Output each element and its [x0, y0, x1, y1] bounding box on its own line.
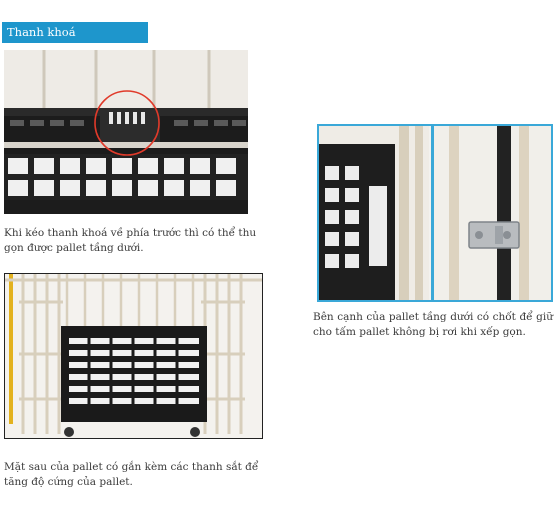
side-latch-caption: Bên cạnh của pallet tầng dưới có chốt để…: [313, 311, 553, 338]
highlight-circle: [94, 90, 160, 156]
section-label: Thanh khoá: [2, 22, 148, 43]
pallet-back-caption: Mặt sau của pallet có gắn kèm các thanh …: [4, 461, 259, 488]
lock-bar-photo: [4, 50, 248, 214]
lock-bar-caption: Khi kéo thanh khoá về phía trước thì có …: [4, 227, 257, 254]
pallet-back-photo: [4, 273, 263, 439]
side-latch-photo: [317, 124, 553, 302]
